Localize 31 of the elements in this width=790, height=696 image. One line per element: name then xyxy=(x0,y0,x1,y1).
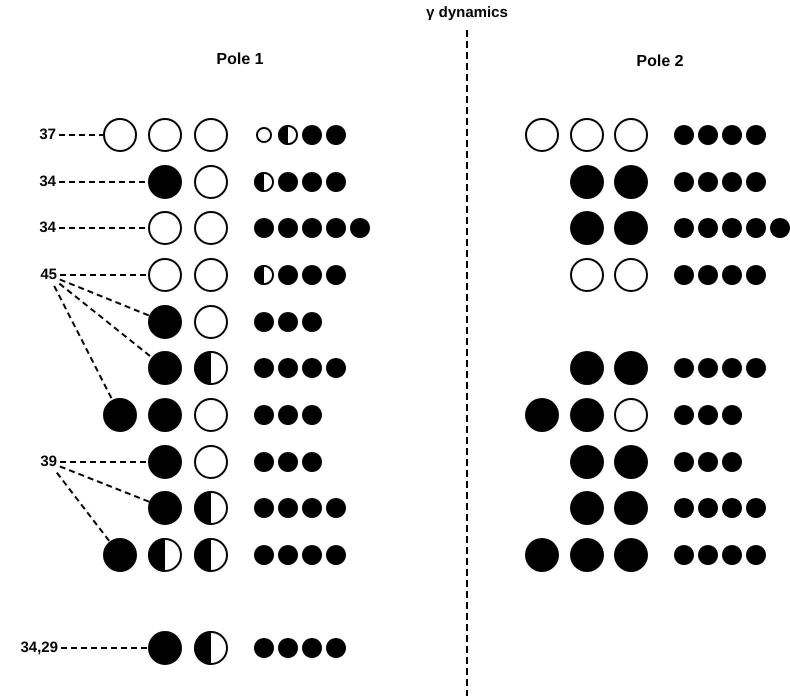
callout-number: 34,29 xyxy=(20,640,58,656)
callout-number: 45 xyxy=(40,266,57,284)
column-heading: Pole 2 xyxy=(636,53,684,71)
diagram-title: γ dynamics xyxy=(426,4,508,21)
leader-line xyxy=(61,647,148,649)
open-circle xyxy=(148,258,182,292)
open-circle xyxy=(103,118,137,152)
leader-line xyxy=(59,134,103,136)
column-heading: Pole 1 xyxy=(216,51,264,69)
leader-line xyxy=(59,278,150,317)
filled-circle xyxy=(148,491,182,525)
leader-line xyxy=(56,472,110,542)
leader-line xyxy=(60,274,148,276)
leader-line xyxy=(60,461,148,463)
leader-line xyxy=(59,227,148,229)
callout-number: 37 xyxy=(39,126,56,144)
filled-circle xyxy=(148,165,182,199)
filled-circle xyxy=(148,631,182,665)
leader-line xyxy=(58,282,152,358)
leader-line xyxy=(53,285,114,400)
filled-circle xyxy=(103,538,137,572)
open-circle xyxy=(148,211,182,245)
filled-circle xyxy=(148,445,182,479)
leader-line xyxy=(59,181,148,183)
callout-number: 34 xyxy=(39,220,56,236)
callout-number: 39 xyxy=(40,454,57,470)
filled-circle xyxy=(148,351,182,385)
callout-number: 34 xyxy=(39,174,56,190)
filled-circle xyxy=(103,398,137,432)
filled-circle xyxy=(148,305,182,339)
leader-line xyxy=(59,465,150,503)
